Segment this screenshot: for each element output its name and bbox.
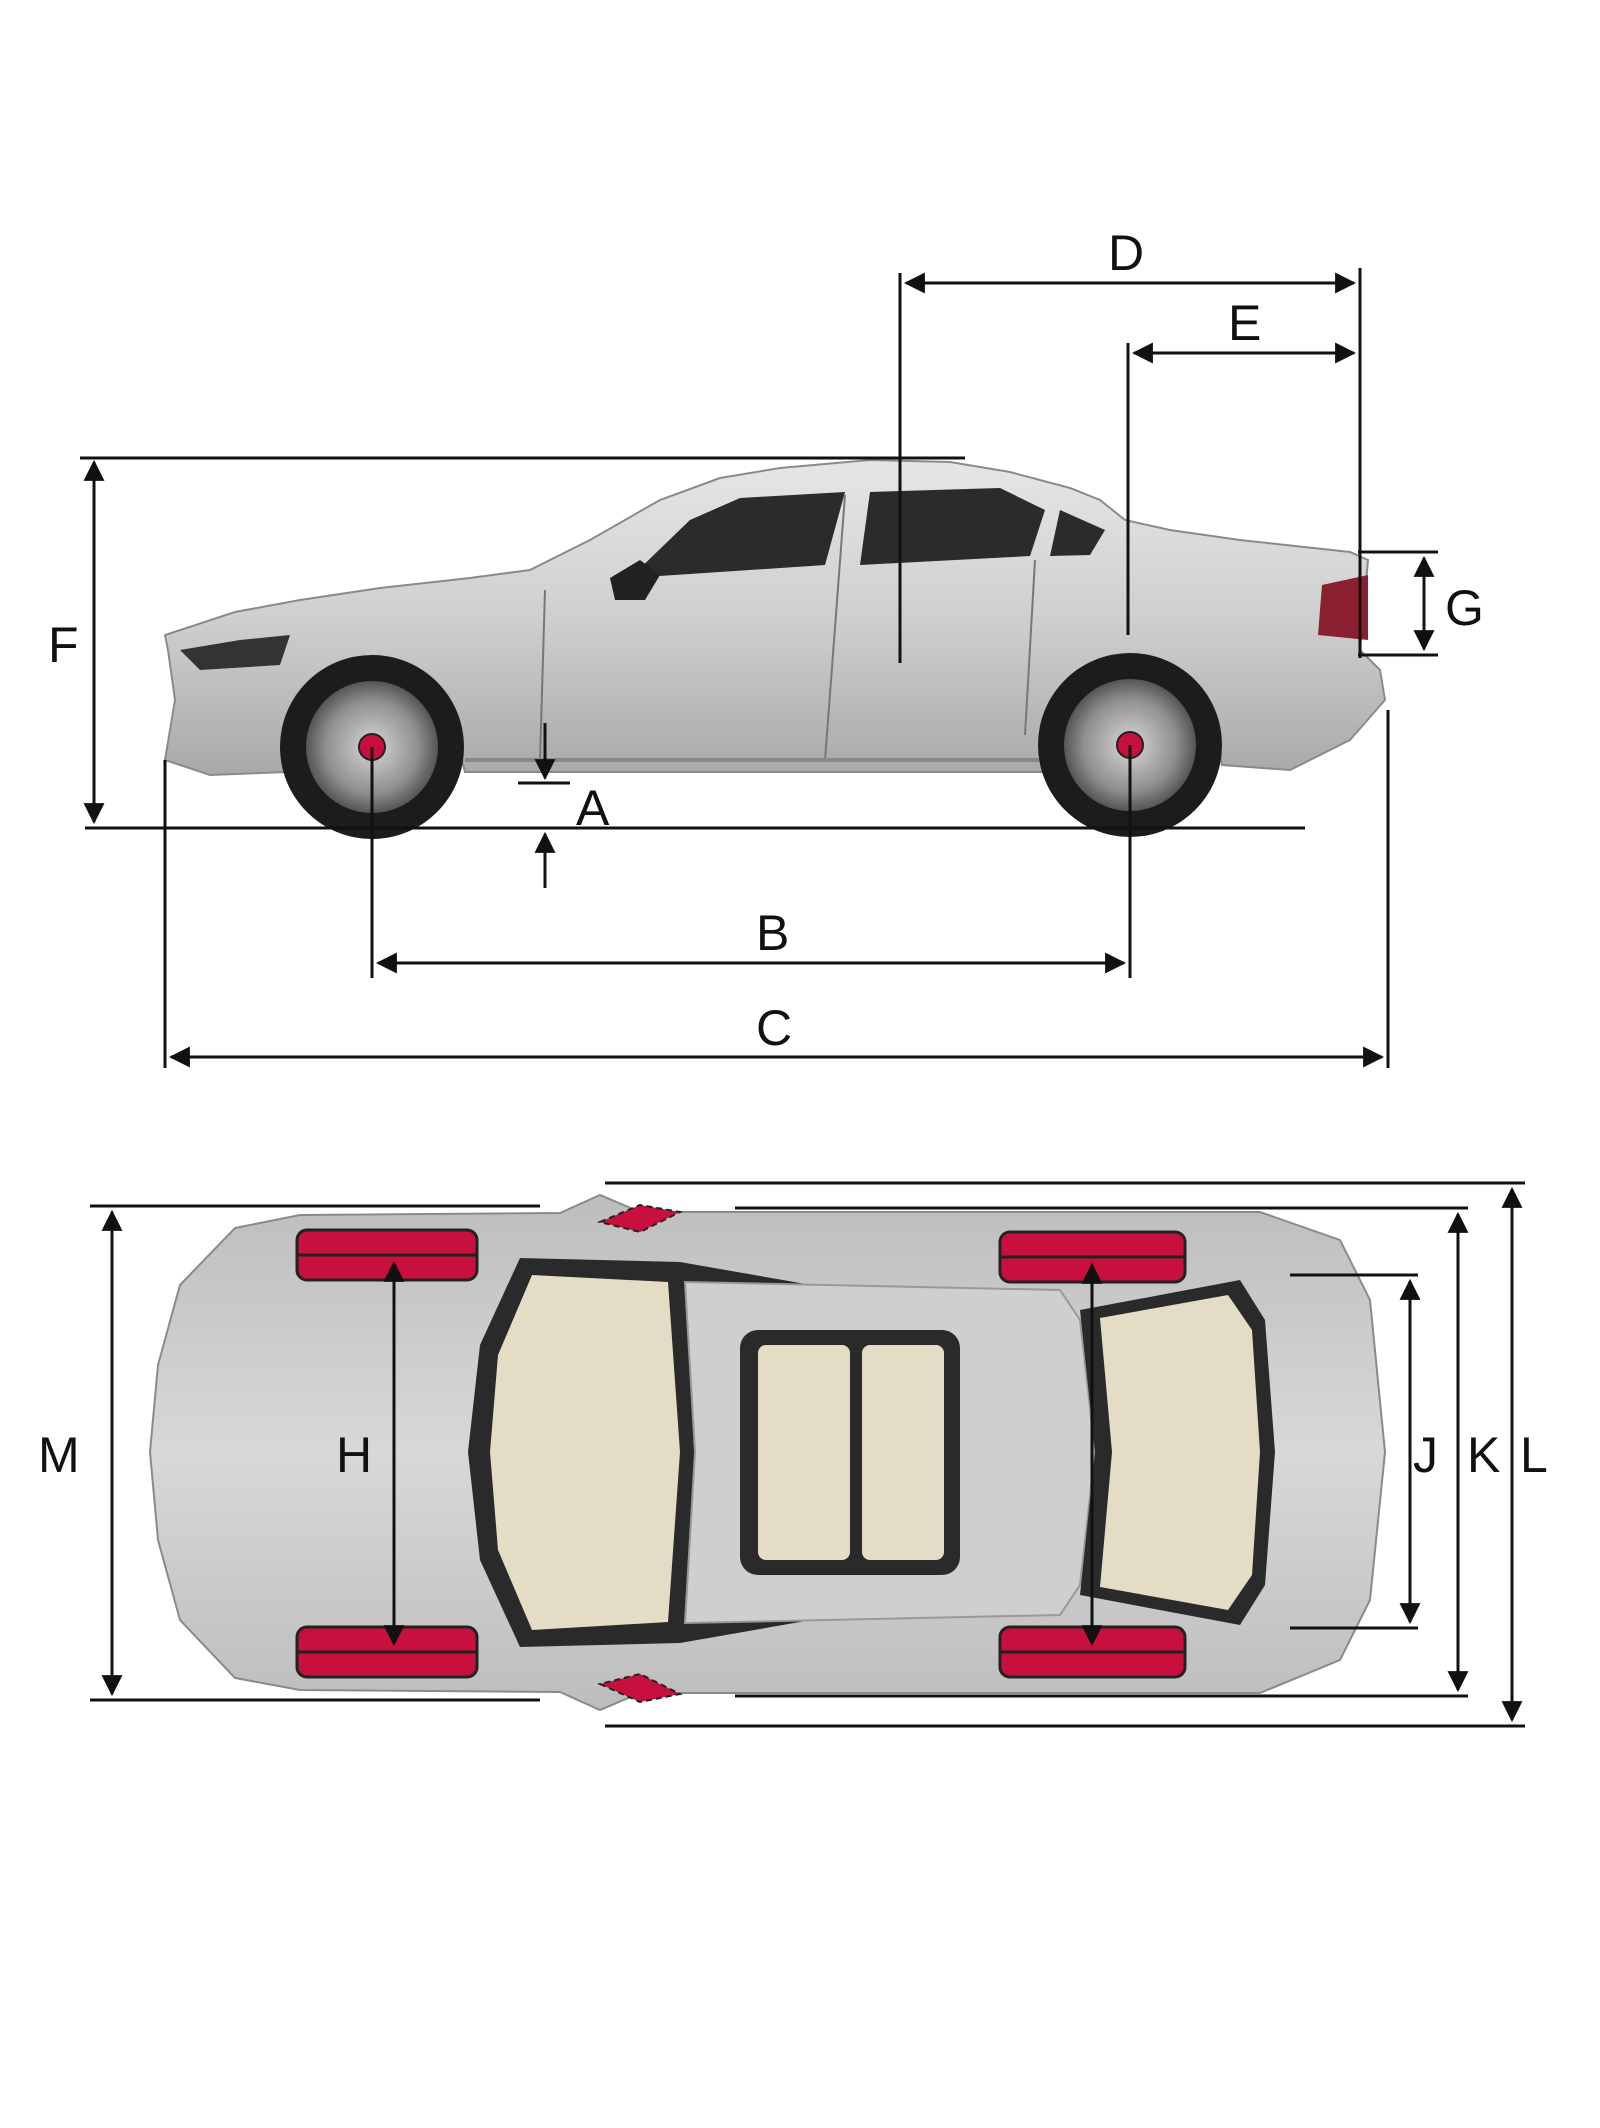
dim-L-label: L [1520, 1427, 1548, 1483]
top-front-interior [490, 1275, 680, 1630]
side-taillight [1318, 575, 1368, 640]
top-sunroof-interior-right [862, 1345, 944, 1560]
dim-E-label: E [1228, 295, 1261, 351]
top-sunroof-interior-left [758, 1345, 850, 1560]
dim-M-label: M [38, 1427, 80, 1483]
dim-F-label: F [48, 617, 79, 673]
side-view: F A B C D E G [48, 225, 1484, 1068]
side-mirror [610, 560, 660, 600]
top-view: H M L K J [38, 1181, 1548, 1728]
side-window-quarter [1050, 510, 1105, 556]
dim-J-label: J [1413, 1427, 1438, 1483]
dim-B-label: B [756, 905, 789, 961]
dim-D-label: D [1108, 225, 1144, 281]
side-door-line-rear [1024, 559, 1036, 736]
side-door-line-middle [824, 494, 846, 761]
side-door-line-front [539, 589, 546, 761]
dim-H-label: H [336, 1427, 372, 1483]
dim-C-label: C [756, 1000, 792, 1056]
side-window-front [630, 492, 845, 578]
dim-K-label: K [1467, 1427, 1500, 1483]
dim-A-label: A [576, 780, 610, 836]
dim-G-label: G [1445, 580, 1484, 636]
side-headlight [180, 635, 290, 670]
top-rear-interior [1100, 1295, 1260, 1610]
side-window-rear [860, 488, 1045, 565]
top-mirror-right [596, 1672, 684, 1704]
top-mirror-left [596, 1203, 684, 1234]
